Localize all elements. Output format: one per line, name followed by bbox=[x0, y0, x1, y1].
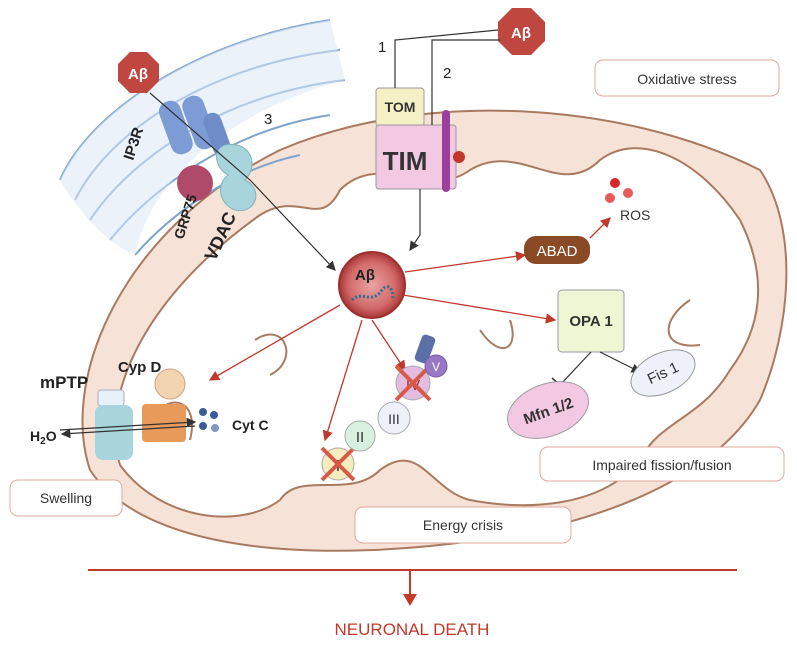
pathway-1-line bbox=[394, 29, 499, 88]
pathway-2-line bbox=[431, 39, 500, 125]
ros-label: ROS bbox=[620, 207, 650, 223]
crista bbox=[254, 333, 288, 376]
fis1-protein bbox=[630, 349, 696, 397]
complex-5 bbox=[424, 354, 448, 378]
oxidative-stress-box bbox=[594, 59, 780, 97]
water-arrow-back bbox=[60, 425, 196, 439]
x-mark bbox=[320, 446, 356, 482]
neuronal-death-label: NEURONAL DEATH bbox=[335, 620, 490, 639]
oxidative-stress-label: Oxidative stress bbox=[637, 71, 737, 87]
h2o-label: H2O bbox=[30, 428, 57, 447]
complex-2-label: II bbox=[356, 429, 364, 446]
cytc-dot bbox=[199, 422, 207, 430]
complex-3-label: III bbox=[388, 411, 400, 427]
inner-membrane bbox=[114, 147, 760, 518]
tim-channel-stick bbox=[442, 110, 450, 192]
tim-channel-dot bbox=[453, 151, 465, 163]
abeta-octagon-er: Aβ bbox=[118, 52, 159, 93]
ros-dot bbox=[610, 178, 620, 188]
mfn-protein bbox=[507, 381, 589, 439]
energy-crisis-label: Energy crisis bbox=[423, 517, 503, 533]
mptp-label: mPTP bbox=[40, 373, 88, 392]
pathway-2-number: 2 bbox=[443, 65, 451, 82]
swelling-box bbox=[9, 479, 123, 517]
arrow-to-complex1 bbox=[322, 319, 363, 442]
cypd-label: Cyp D bbox=[118, 359, 162, 376]
energy-crisis-box bbox=[354, 506, 572, 544]
abeta-label: Aβ bbox=[128, 66, 148, 83]
mptp-outer-block bbox=[97, 389, 125, 407]
arrow-to-opa1 bbox=[402, 294, 557, 324]
cytc-dot bbox=[199, 408, 207, 416]
abeta-octagon-top: Aβ bbox=[498, 8, 545, 55]
abeta-central: Aβ bbox=[338, 251, 406, 319]
pathway-3-line bbox=[149, 92, 336, 271]
mptp-vdac-block bbox=[95, 405, 133, 460]
crista bbox=[479, 319, 514, 350]
opa1-label: OPA 1 bbox=[569, 313, 612, 330]
arrow-opa-fis bbox=[599, 351, 642, 373]
impaired-fission-box bbox=[539, 446, 785, 482]
pathway-3-number: 3 bbox=[264, 111, 272, 128]
pathway-tim-down bbox=[409, 189, 421, 251]
cytc-dot bbox=[211, 424, 219, 432]
abad-box bbox=[524, 236, 590, 264]
arrow-to-cypd bbox=[208, 304, 341, 381]
mptp-ant-block bbox=[142, 404, 186, 442]
arrow-abad-ros bbox=[589, 217, 611, 239]
complex-2 bbox=[344, 420, 376, 452]
abeta-central-label: Aβ bbox=[355, 267, 375, 284]
crista bbox=[667, 299, 701, 347]
complex-3 bbox=[377, 401, 411, 435]
tim-label: TIM bbox=[383, 146, 428, 176]
ros-dot bbox=[605, 193, 615, 203]
vdac-channel bbox=[216, 143, 257, 212]
water-arrow bbox=[59, 417, 197, 431]
ros-dot bbox=[623, 188, 633, 198]
swelling-label: Swelling bbox=[40, 490, 92, 506]
atp-synthase-stalk bbox=[414, 334, 436, 364]
x-mark bbox=[394, 364, 432, 402]
cytc-label: Cyt C bbox=[232, 417, 269, 433]
cypd-protein bbox=[154, 368, 186, 400]
inhibit-line bbox=[559, 351, 592, 386]
cytc-dot bbox=[210, 411, 218, 419]
abad-label: ABAD bbox=[537, 243, 578, 260]
abeta-label: Aβ bbox=[511, 25, 531, 42]
pathway-1-number: 1 bbox=[378, 39, 386, 56]
tom-label: TOM bbox=[385, 99, 416, 115]
impaired-fission-label: Impaired fission/fusion bbox=[592, 457, 731, 473]
arrow-to-complex4 bbox=[371, 319, 406, 372]
complex-5-label: V bbox=[432, 360, 440, 374]
footer-arrow-head bbox=[403, 594, 417, 606]
grp75-protein bbox=[177, 165, 213, 201]
arrow-to-abad bbox=[404, 251, 527, 273]
